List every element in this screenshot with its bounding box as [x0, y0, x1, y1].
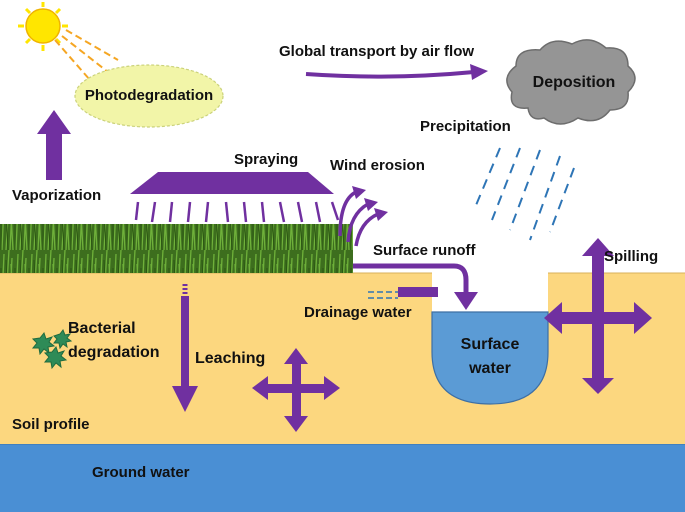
sun-icon	[18, 2, 68, 51]
rain-drops	[473, 147, 575, 241]
bacterial-label-line2: degradation	[68, 344, 160, 361]
global-transport-label: Global transport by air flow	[279, 43, 475, 60]
spilling-cross-arrow	[544, 238, 652, 394]
grass-field	[0, 224, 353, 273]
cloud-icon	[506, 39, 636, 125]
drainage-water-label: Drainage water	[304, 304, 412, 321]
sprayer-icon	[130, 172, 340, 223]
soil-profile-label: Soil profile	[12, 416, 90, 433]
deposition-label: Deposition	[532, 74, 616, 91]
surface-runoff-arrow	[353, 263, 478, 310]
surface-water-label-line1: Surface	[460, 336, 520, 353]
sunray-lines	[54, 29, 119, 81]
surface-water-label-line2: water	[469, 360, 511, 377]
leaching-arrow	[172, 284, 198, 412]
spilling-label: Spilling	[604, 248, 659, 265]
photodegradation-label: Photodegradation	[84, 87, 214, 104]
surface-water-pond	[431, 311, 549, 405]
ground-water-layer	[0, 444, 685, 512]
global-transport-arrow	[305, 64, 488, 80]
ground-water-label: Ground water	[92, 464, 190, 481]
wind-erosion-arrows	[338, 190, 379, 247]
spraying-label: Spraying	[234, 151, 299, 168]
soil-layer	[0, 273, 685, 444]
bacteria-icon	[31, 328, 73, 370]
wind-erosion-arrowheads	[352, 186, 388, 221]
drainage-water-arrow	[368, 287, 438, 299]
leaching-cross-arrow	[252, 348, 340, 432]
precipitation-label: Precipitation	[420, 118, 511, 135]
photodegradation-ellipse	[74, 64, 224, 128]
vaporization-arrow	[37, 110, 71, 180]
bacterial-label-line1: Bacterial	[68, 320, 136, 337]
vaporization-label: Vaporization	[12, 187, 102, 204]
wind-erosion-label: Wind erosion	[330, 157, 425, 174]
leaching-label: Leaching	[195, 350, 266, 367]
surface-runoff-label: Surface runoff	[373, 242, 476, 259]
